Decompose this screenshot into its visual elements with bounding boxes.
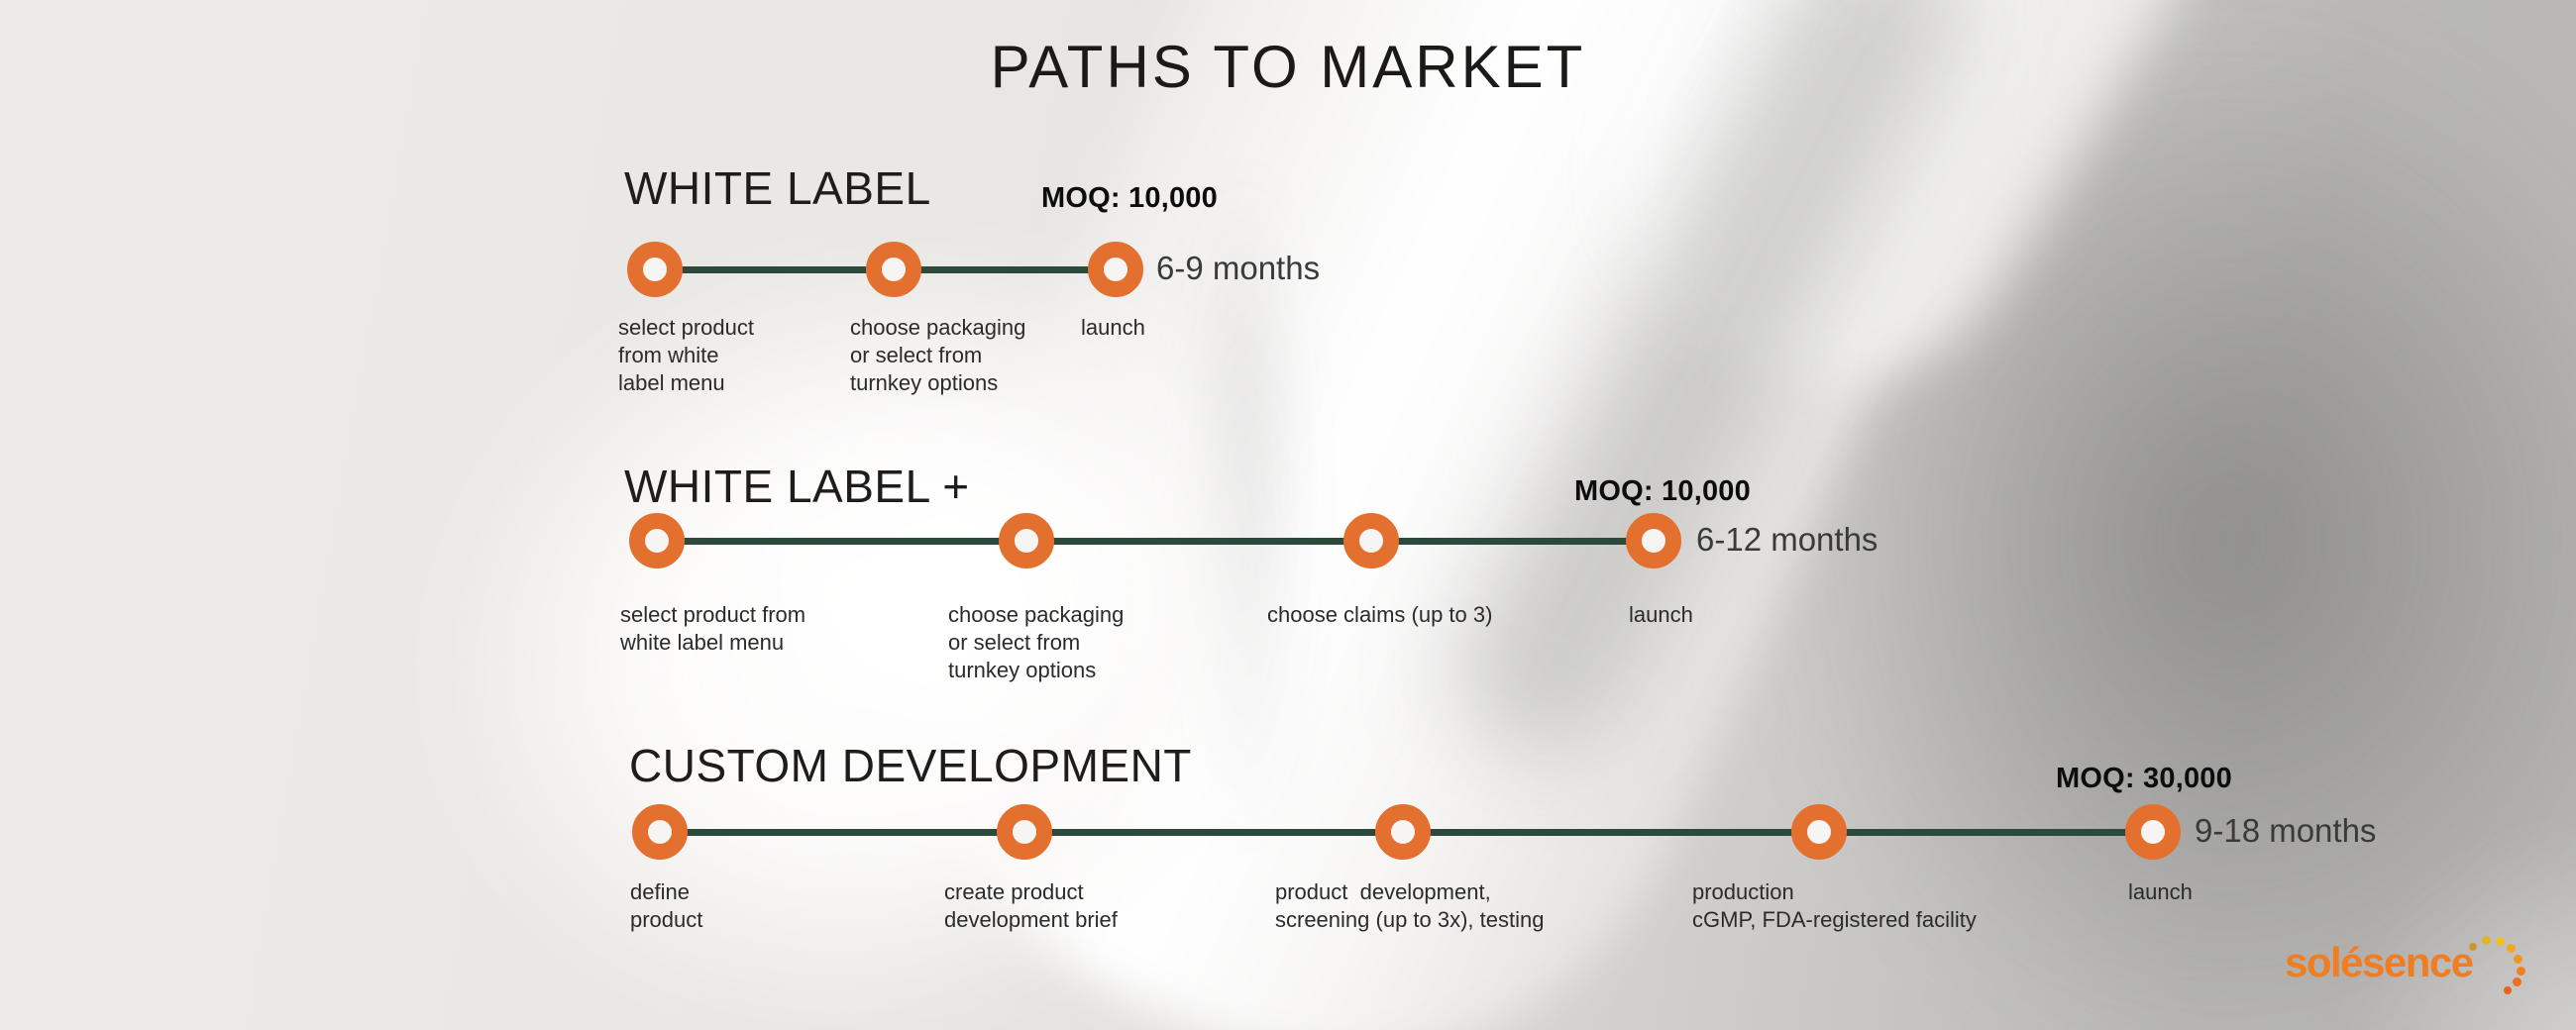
node-label-line: turnkey options [948, 658, 1097, 682]
node-label-line: launch [2128, 879, 2193, 904]
timeline-node [1626, 513, 1681, 568]
node-label-line: launch [1629, 602, 1693, 627]
solesence-wordmark: solésence [2285, 939, 2474, 985]
node-label-line: label menu [618, 370, 725, 395]
logo-swirl-dot [2512, 977, 2522, 986]
node-label-line: or select from [850, 343, 983, 367]
timeline-node [997, 804, 1052, 860]
timeline-node [1375, 804, 1431, 860]
node-label: choose claims (up to 3) [1267, 601, 1492, 629]
page-title: PATHS TO MARKET [990, 34, 1586, 100]
row-heading-custom-development: CUSTOM DEVELOPMENT [629, 740, 1192, 791]
node-label: select product from white label menu [620, 601, 805, 657]
node-label-line: select product from [620, 602, 806, 627]
row-heading-white-label: WHITE LABEL + [624, 461, 970, 512]
node-label: launch [1629, 601, 1693, 629]
node-label-line: choose claims (up to 3) [1267, 602, 1493, 627]
moq-label: MOQ: 30,000 [2056, 763, 2232, 794]
logo-swirl-dot [2513, 954, 2522, 964]
node-label-line: define [630, 879, 690, 904]
duration-label: 6-12 months [1696, 521, 1878, 559]
duration-label: 6-9 months [1156, 250, 1321, 287]
timeline-node [999, 513, 1054, 568]
timeline-node [629, 513, 685, 568]
logo-swirl-dot [2481, 935, 2491, 945]
node-label: launch [2128, 878, 2193, 906]
node-label-line: launch [1081, 315, 1145, 340]
timeline-node [1791, 804, 1847, 860]
timeline-node [2125, 804, 2181, 860]
logo-swirl-dot [2495, 936, 2505, 946]
timeline-node [632, 804, 688, 860]
logo-swirl-dot [2516, 966, 2525, 976]
node-label-line: choose packaging [850, 315, 1026, 340]
node-label: product development, screening (up to 3x)… [1275, 878, 1544, 934]
node-label-line: white label menu [620, 630, 785, 655]
node-label-line: select product [618, 315, 754, 340]
duration-label: 9-18 months [2195, 812, 2377, 850]
background-shadow [1605, 0, 2576, 1030]
node-label-line: from white [618, 343, 719, 367]
node-label: launch [1081, 314, 1145, 342]
node-label-line: production [1692, 879, 1794, 904]
node-label: select product from white label menu [618, 314, 754, 397]
tube-shadow [1427, 0, 1991, 781]
node-label: define product [630, 878, 702, 934]
node-label: choose packaging or select from turnkey op… [850, 314, 1025, 397]
timeline-node [866, 242, 921, 297]
timeline-node [1088, 242, 1143, 297]
moq-label: MOQ: 10,000 [1574, 475, 1751, 507]
node-label-line: screening (up to 3x), testing [1275, 907, 1545, 932]
row-heading-white-label: WHITE LABEL [624, 162, 931, 214]
timeline-line [657, 538, 1654, 545]
node-label-line: product [630, 907, 703, 932]
cream-smear-highlight [694, 376, 1209, 792]
timeline-node [1343, 513, 1399, 568]
node-label-line: cGMP, FDA-registered facility [1692, 907, 1977, 932]
node-label-line: turnkey options [850, 370, 999, 395]
solesence-logo: solésence [2285, 935, 2542, 1016]
node-label: choose packaging or select from turnkey op… [948, 601, 1124, 684]
node-label-line: create product [944, 879, 1084, 904]
node-label-line: choose packaging [948, 602, 1125, 627]
node-label-line: development brief [944, 907, 1118, 932]
logo-swirl-dot [2506, 943, 2516, 953]
logo-swirl-dot [2469, 943, 2477, 951]
node-label: create product development brief [944, 878, 1118, 934]
tube-cap-image [1531, 0, 2264, 456]
node-label-line: product development, [1275, 879, 1491, 904]
node-label: production cGMP, FDA-registered facility [1692, 878, 1977, 934]
timeline-node [627, 242, 683, 297]
logo-swirl-dot [2504, 986, 2512, 994]
moq-label: MOQ: 10,000 [1041, 182, 1218, 214]
cosmetic-tube-image [807, 0, 2135, 1030]
node-label-line: or select from [948, 630, 1081, 655]
